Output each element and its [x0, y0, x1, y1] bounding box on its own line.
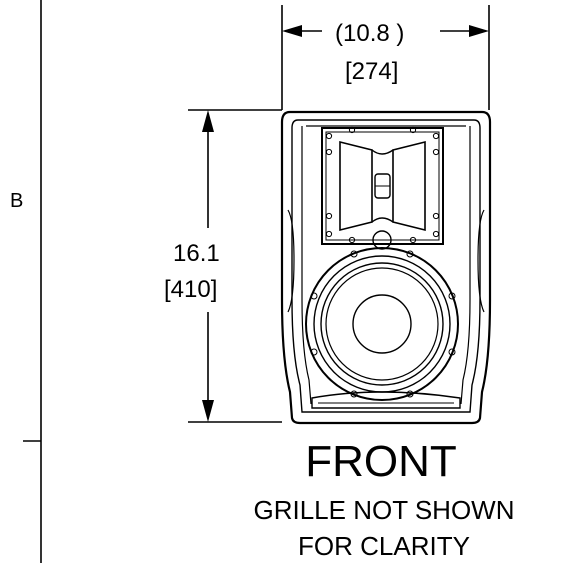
cabinet-left-handle: [287, 209, 295, 313]
woofer-surround: [320, 262, 444, 386]
horn-throat: [371, 149, 394, 223]
note-line-2: FOR CLARITY: [298, 531, 470, 561]
cabinet-inner-edge: [291, 119, 481, 413]
woofer-port-top: [372, 230, 392, 250]
screw: [406, 390, 414, 398]
height-dimension: [188, 109, 282, 423]
screw: [325, 148, 333, 156]
bottom-port: [311, 391, 461, 409]
screw: [409, 236, 417, 244]
woofer-dust-cap: [352, 294, 412, 354]
height-dimension-inches: 16.1: [173, 240, 220, 267]
height-arrowhead-top: [202, 110, 214, 132]
screw: [325, 212, 333, 220]
screw: [325, 132, 333, 140]
screw: [348, 126, 356, 134]
woofer-frame: [305, 247, 459, 401]
screw: [432, 148, 440, 156]
screw: [432, 212, 440, 220]
screw: [350, 250, 358, 258]
zone-label: B: [10, 190, 23, 212]
screw: [406, 250, 414, 258]
cabinet-left-rail: [301, 126, 312, 405]
note-line-1: GRILLE NOT SHOWN: [253, 495, 514, 525]
width-dimension-inches: (10.8 ): [335, 20, 404, 47]
drawing-border: [23, 0, 42, 563]
horn-plate-inner: [325, 131, 440, 241]
horn-flare-left: [339, 140, 373, 232]
cabinet-right-handle: [477, 209, 485, 313]
horn-flare-right: [392, 140, 426, 232]
screw: [432, 132, 440, 140]
horn-plate: [321, 127, 444, 245]
screw: [310, 292, 318, 300]
woofer-cone: [325, 267, 439, 381]
screw: [310, 348, 318, 356]
cabinet-outline: [280, 110, 492, 425]
screw: [409, 126, 417, 134]
cabinet-right-rail: [460, 126, 471, 405]
height-dimension-millimeters: [410]: [164, 276, 217, 303]
width-dimension-millimeters: [274]: [345, 58, 398, 85]
screw: [448, 348, 456, 356]
screw: [348, 236, 356, 244]
width-arrowhead-right: [469, 25, 489, 37]
speaker-front-view: [280, 110, 492, 425]
screw: [432, 230, 440, 238]
width-arrowhead-left: [282, 25, 302, 37]
woofer-basket: [313, 255, 451, 393]
view-title: FRONT: [305, 437, 457, 486]
screw: [325, 230, 333, 238]
mounting-screws: [310, 126, 456, 398]
screw: [448, 292, 456, 300]
screw: [350, 390, 358, 398]
height-arrowhead-bottom: [202, 400, 214, 422]
